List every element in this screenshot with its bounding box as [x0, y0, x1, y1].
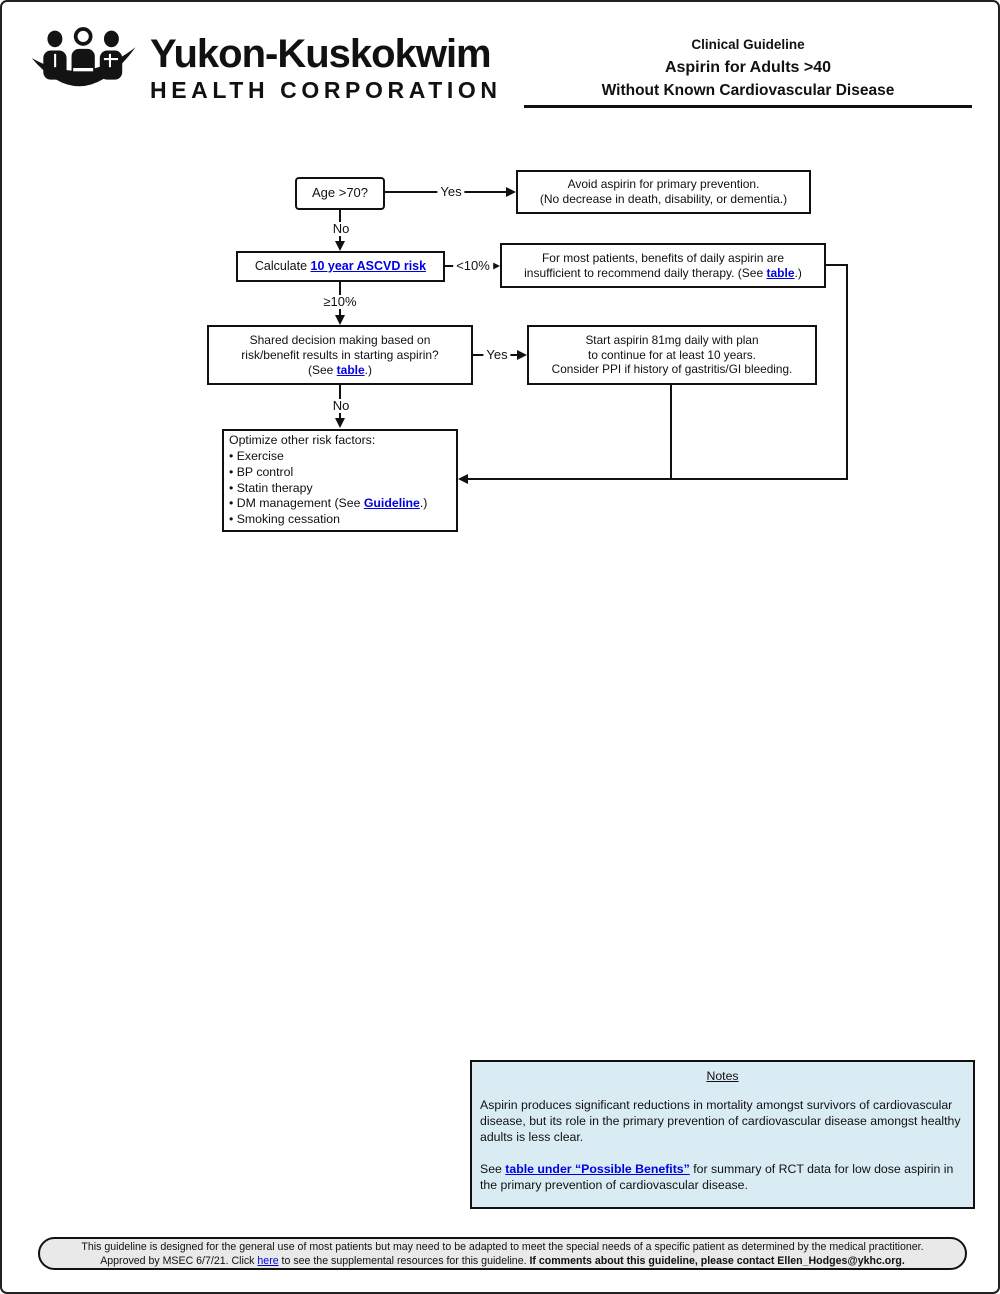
calculate-risk-text: Calculate 10 year ASCVD risk	[238, 259, 443, 275]
formost-line-2: insufficient to recommend daily therapy.…	[502, 266, 824, 281]
no-label-mid: No	[329, 399, 353, 413]
footer-contact-text: If comments about this guideline, please…	[529, 1254, 905, 1267]
org-name: Yukon-Kuskokwim	[150, 32, 492, 76]
optimize-bullet-smoking: • Smoking cessation	[229, 512, 340, 527]
arrowhead-right-start	[517, 350, 527, 360]
connector-formost-stub	[826, 264, 848, 266]
connector-bottom-horizontal	[468, 478, 848, 480]
dm-prefix: • DM management (See	[229, 496, 364, 511]
formost-line-1: For most patients, benefits of daily asp…	[541, 250, 785, 265]
ascvd-risk-link[interactable]: 10 year ASCVD risk	[310, 258, 427, 273]
optimize-bullet-exercise: • Exercise	[229, 448, 284, 463]
shared-line-3: (See table.)	[209, 363, 471, 378]
formost-prefix: insufficient to recommend daily therapy.…	[524, 265, 767, 280]
document-title: Clinical Guideline Aspirin for Adults >4…	[524, 34, 972, 108]
shared-suffix: .)	[364, 362, 373, 377]
optimize-bullet-bp: • BP control	[229, 464, 294, 479]
start-aspirin-box: Start aspirin 81mg daily with plan to co…	[527, 325, 817, 385]
shared-prefix: (See	[307, 362, 337, 377]
optimize-bullet-statin: • Statin therapy	[229, 480, 313, 495]
connector-right-vertical	[846, 264, 848, 480]
optimize-risk-factors-box: Optimize other risk factors: • Exercise …	[222, 429, 458, 532]
notes-panel: Notes Aspirin produces significant reduc…	[470, 1060, 975, 1209]
start-line-1: Start aspirin 81mg daily with plan	[585, 332, 759, 347]
supplemental-resources-link[interactable]: here	[257, 1254, 279, 1267]
notes-p2-prefix: See	[480, 1162, 506, 1176]
org-name-block: Yukon-Kuskokwim HEALTH CORPORATION	[150, 32, 502, 104]
start-line-3: Consider PPI if history of gastritis/GI …	[551, 362, 793, 377]
title-line-1: Clinical Guideline	[691, 37, 805, 52]
possible-benefits-table-link[interactable]: table under “Possible Benefits”	[505, 1162, 690, 1176]
no-label-top: No	[329, 222, 353, 236]
yes-label-top: Yes	[437, 185, 465, 199]
shared-decision-box: Shared decision making based on risk/ben…	[207, 325, 473, 385]
avoid-aspirin-box: Avoid aspirin for primary prevention. (N…	[516, 170, 811, 214]
arrowhead-down-shared	[335, 315, 345, 325]
lt10-label: <10%	[453, 259, 493, 273]
benefits-table-link-1[interactable]: table	[766, 265, 795, 280]
title-line-2: Aspirin for Adults >40	[664, 59, 832, 76]
dm-suffix: .)	[419, 496, 428, 511]
formost-suffix: .)	[794, 265, 802, 280]
connector-start-down	[670, 385, 672, 480]
age-question-box: Age >70?	[295, 177, 385, 210]
footer-disclaimer: This guideline is designed for the gener…	[38, 1237, 967, 1270]
start-line-2: to continue for at least 10 years.	[588, 347, 756, 362]
shared-line-1: Shared decision making based on	[249, 332, 431, 347]
ge10-label: ≥10%	[320, 295, 360, 309]
footer-approved-text: Approved by MSEC 6/7/21. Click	[100, 1254, 258, 1267]
benefits-table-link-2[interactable]: table	[336, 362, 365, 377]
calculate-risk-box: Calculate 10 year ASCVD risk	[236, 251, 445, 282]
arrowhead-down-calc	[335, 241, 345, 251]
footer-resources-text: to see the supplemental resources for th…	[278, 1254, 530, 1267]
arrowhead-down-optimize	[335, 418, 345, 428]
ykhc-boat-logo-icon	[30, 24, 138, 112]
notes-p2-suffix: for summary of RCT data for low dose asp…	[480, 1162, 954, 1192]
dm-guideline-link[interactable]: Guideline	[363, 496, 420, 511]
optimize-title: Optimize other risk factors:	[229, 432, 376, 447]
insufficient-benefit-box: For most patients, benefits of daily asp…	[500, 243, 826, 288]
arrowhead-left-optimize	[458, 474, 468, 484]
notes-paragraph-1: Aspirin produces significant reductions …	[480, 1098, 961, 1144]
arrowhead-right-formost	[490, 261, 500, 271]
avoid-line-1: Avoid aspirin for primary prevention.	[567, 177, 760, 191]
footer-line-1: This guideline is designed for the gener…	[81, 1241, 924, 1253]
shared-line-2: risk/benefit results in starting aspirin…	[241, 347, 439, 362]
optimize-bullet-dm: • DM management (See Guideline.)	[229, 496, 456, 512]
org-subtitle: HEALTH CORPORATION	[150, 77, 502, 103]
arrowhead-right-avoid	[506, 187, 516, 197]
title-line-3: Without Known Cardiovascular Disease	[601, 82, 895, 99]
footer-line-2: Approved by MSEC 6/7/21. Click here to s…	[40, 1255, 965, 1269]
notes-heading: Notes	[706, 1069, 739, 1083]
calc-prefix: Calculate	[254, 258, 311, 273]
age-question-text: Age >70?	[311, 185, 369, 201]
notes-paragraph-2: See table under “Possible Benefits” for …	[480, 1161, 965, 1193]
avoid-line-2: (No decrease in death, disability, or de…	[539, 192, 788, 206]
yes-label-mid: Yes	[483, 348, 511, 362]
